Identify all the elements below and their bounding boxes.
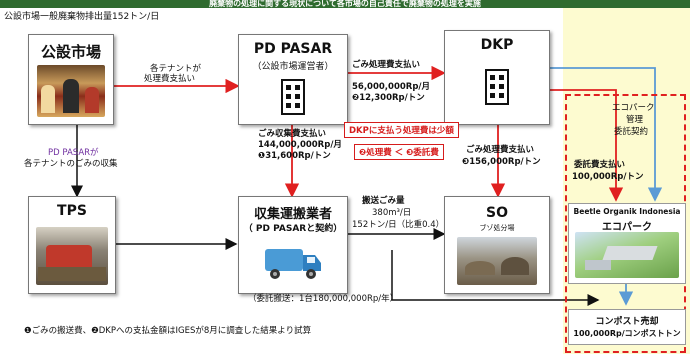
- so-subtitle: ブゾ処分場: [479, 224, 515, 232]
- arrow-collector-ecopark: [391, 250, 600, 306]
- collector-subtitle: （ PD PASARと契約）: [243, 224, 343, 234]
- dkp-disposal-ton-label: ❸156,000Rp/トン: [462, 157, 541, 167]
- ecopark-mgmt-2: 管理: [626, 115, 644, 125]
- so-box: SO ブゾ処分場: [444, 196, 550, 294]
- arrow-mgmt-contract: [548, 67, 663, 202]
- collection-month-label: 144,000,000Rp/月: [258, 140, 342, 150]
- disposal-month-label: 56,000,000Rp/月: [352, 82, 431, 92]
- ecopark-photo: [575, 232, 679, 278]
- dkp-low-fee-note: DKPに支払う処理費は少額: [344, 122, 459, 138]
- collector-box: 収集運搬業者 （ PD PASARと契約）: [238, 196, 348, 294]
- arrow-fee: [548, 89, 624, 202]
- ecopark-mgmt-3: 委託契約: [614, 127, 649, 137]
- pdpasar-subtitle: （公設市場運営者）: [252, 62, 334, 72]
- dkp-disposal-fee-label: ごみ処理費支払い: [466, 145, 535, 155]
- building-icon: [281, 79, 305, 115]
- building-icon: [485, 69, 509, 105]
- collection-fee-label: ごみ収集費支払い: [258, 129, 327, 139]
- dkp-title: DKP: [480, 37, 514, 53]
- pdpasar-collect-label: PD PASARが: [48, 148, 99, 158]
- compost-value: 100,000Rp/コンポストトン: [573, 329, 681, 338]
- so-title: SO: [486, 205, 508, 221]
- transport-volume-label: 380m³/日: [372, 208, 412, 218]
- garbage-truck-icon: [265, 249, 321, 279]
- ecopark-name: エコパーク: [602, 222, 652, 233]
- ecopark-box: Beetle Organik Indonesia エコパーク: [568, 203, 686, 284]
- disposal-fee-label: ごみ処理費支払い: [352, 60, 421, 70]
- header-note: 公設市場一般廃棄物排出量152トン/日: [4, 12, 160, 22]
- market-title: 公設市場: [40, 43, 101, 61]
- transport-ton-label: 152トン/日（比重0.4）: [352, 220, 445, 230]
- tenant-fee-label-2: 処理費支払い: [144, 74, 196, 84]
- ecopark-fee-value: 100,000Rp/トン: [572, 172, 644, 182]
- dkp-box: DKP: [444, 30, 550, 125]
- tps-box: TPS: [28, 196, 116, 294]
- pdpasar-box: PD PASAR （公設市場運営者）: [238, 34, 348, 125]
- ecopark-fee-title: 委託費支払い: [574, 160, 626, 170]
- collection-ton-label: ❶31,600Rp/トン: [258, 151, 331, 161]
- pdpasar-title: PD PASAR: [253, 41, 333, 57]
- tenant-collect-label: 各テナントのごみの収集: [24, 159, 118, 169]
- ecopark-company: Beetle Organik Indonesia: [573, 207, 681, 216]
- tenant-fee-label-1: 各テナントが: [150, 64, 202, 74]
- market-photo: [37, 65, 105, 117]
- tps-title: TPS: [57, 203, 87, 219]
- compost-box: コンポスト売却 100,000Rp/コンポストトン: [568, 309, 686, 345]
- market-box: 公設市場: [28, 34, 114, 125]
- so-photo: [457, 237, 537, 285]
- collector-title: 収集運搬業者: [253, 207, 332, 222]
- disposal-ton-label: ❷12,300Rp/トン: [352, 93, 425, 103]
- contract-note-label: （委託搬送：1台180,000,000Rp/年）: [248, 294, 399, 304]
- footnote: ❶ごみの搬送費、❷DKPへの支払金額はIGESが8月に調査した結果より試算: [24, 326, 312, 336]
- fee-compare-note: ❷処理費 ＜ ❸委託費: [354, 144, 444, 160]
- compost-title: コンポスト売却: [595, 317, 659, 327]
- title-banner: 廃棄物の処理に関する現状について各市場の自己責任で廃棄物の処理を実施: [0, 0, 690, 8]
- ecopark-mgmt-1: エコパーク: [612, 103, 655, 113]
- tps-photo: [36, 227, 108, 285]
- transport-title-label: 搬送ごみ量: [362, 196, 405, 206]
